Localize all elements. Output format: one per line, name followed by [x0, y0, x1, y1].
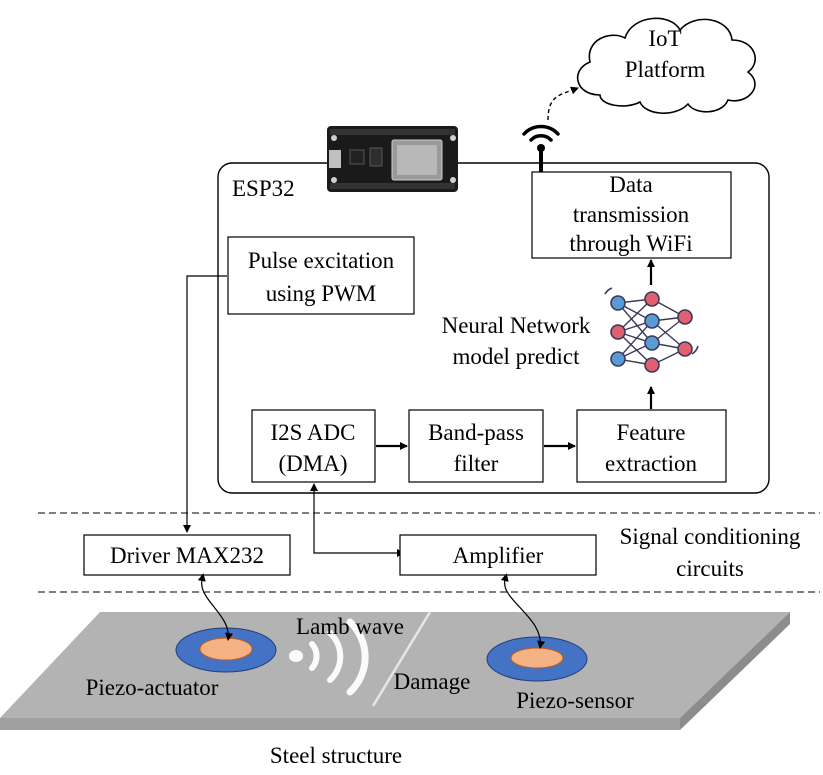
pulse-excitation-line2: using PWM [266, 281, 377, 306]
amplifier-box [399, 534, 597, 576]
adc-line2: (DMA) [279, 451, 348, 476]
feature-extraction-line1: Feature [617, 420, 686, 445]
adc-box [251, 409, 376, 483]
signal-conditioning-line1: Signal conditioning [620, 524, 801, 549]
bandpass-line2: filter [454, 451, 499, 476]
wifi-uplink-arrow [547, 86, 579, 121]
data-transmission-box [531, 171, 732, 259]
driver-label: Driver MAX232 [110, 543, 264, 568]
iot-platform-cloud: IoT Platform [576, 17, 756, 114]
piezo-sensor [486, 636, 588, 682]
damage-label: Damage [394, 669, 471, 694]
cloud-label-line1: IoT [648, 26, 681, 51]
lamb-wave-icon [289, 618, 369, 696]
piezo-sensor-label: Piezo-sensor [516, 688, 634, 713]
lamb-wave-label: Lamb wave [296, 614, 404, 639]
driver-box [83, 534, 291, 576]
feature-extraction-line2: extraction [605, 451, 697, 476]
bandpass-box [408, 409, 544, 483]
pulse-excitation-box [227, 236, 415, 315]
data-transmission-line1: Data [609, 172, 652, 197]
esp32-board-image [327, 126, 458, 192]
cloud-label-line2: Platform [625, 57, 706, 82]
arrow-pulse-to-driver [183, 275, 227, 533]
plate-right-face [680, 612, 790, 730]
plate-front-face [0, 718, 680, 730]
damage-crack [371, 611, 432, 707]
bandpass-line1: Band-pass [428, 420, 524, 445]
arrow-amplifier-to-adc [310, 483, 405, 557]
esp32-container [217, 162, 770, 494]
wire-amplifier-to-sensor [500, 573, 546, 649]
neural-network-label-line1: Neural Network [442, 313, 591, 338]
piezo-actuator [175, 627, 277, 673]
esp32-label: ESP32 [232, 176, 295, 201]
feature-extraction-box [576, 409, 727, 483]
cloud-shape [576, 17, 756, 114]
wifi-antenna-icon [522, 124, 560, 178]
data-transmission-line3: through WiFi [569, 231, 692, 256]
wire-driver-to-actuator [197, 573, 234, 641]
steel-structure-caption: Steel structure [270, 743, 402, 768]
piezo-actuator-label: Piezo-actuator [86, 675, 219, 700]
pulse-excitation-line1: Pulse excitation [248, 248, 395, 273]
amplifier-label: Amplifier [453, 543, 544, 568]
neural-network-label-line2: model predict [452, 344, 580, 369]
neural-network-icon [604, 287, 699, 373]
adc-line1: I2S ADC [271, 420, 356, 445]
data-transmission-line2: transmission [573, 202, 690, 227]
signal-conditioning-line2: circuits [676, 556, 744, 581]
